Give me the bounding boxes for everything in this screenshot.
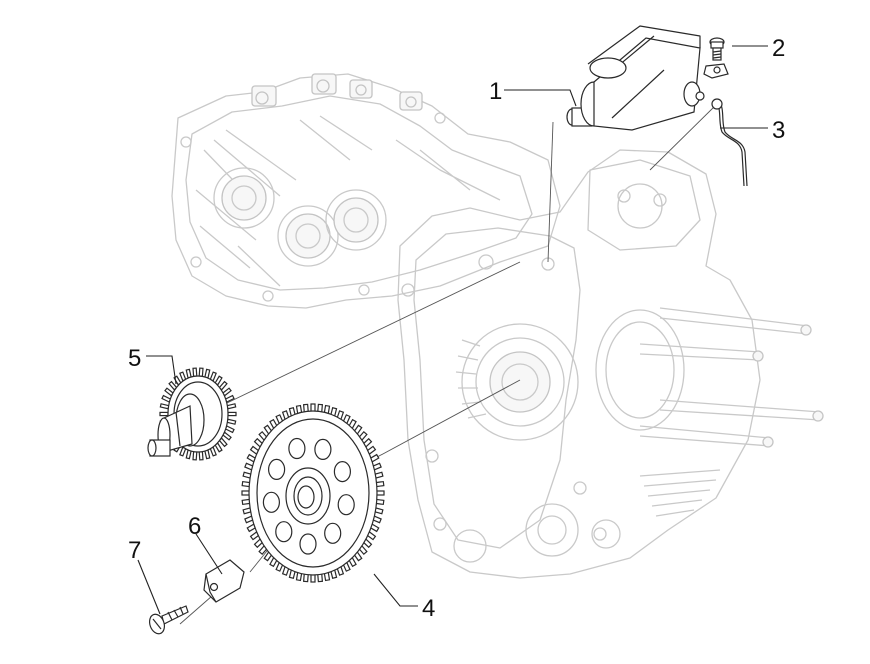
lightening-hole [337,494,355,516]
gear4-lightening-holes [262,437,355,555]
starter-motor[interactable] [566,25,705,131]
lightening-hole [275,521,293,543]
callout-7: 7 [128,537,141,564]
lightening-hole [333,461,351,483]
callout-3: 3 [772,117,785,144]
assembly-guide-lines [179,103,718,625]
lightening-hole [299,533,317,555]
leader-lines [137,45,768,615]
gear-tooth [198,367,204,377]
screw-part-7[interactable] [147,605,189,636]
screw-part-2[interactable] [703,37,729,79]
lightening-hole [314,438,332,460]
starter-driven-gear[interactable] [241,403,385,583]
callout-2: 2 [772,35,785,62]
gear-tooth [159,411,169,417]
lightening-hole [262,491,280,513]
gear-tooth [226,403,237,410]
callout-6: 6 [188,513,201,540]
gear-tooth [192,367,198,377]
crankcase-background [171,73,824,579]
gear-tooth [159,403,170,410]
callout-1: 1 [489,78,502,105]
gear-tooth [226,418,237,425]
ground-cable[interactable] [711,98,748,187]
lightening-hole [324,522,342,544]
intermediate-gear[interactable] [147,367,237,461]
gear-tooth [198,451,204,461]
lightening-hole [288,437,306,460]
callout-labels: 1 2 3 4 5 6 7 [128,35,785,622]
lightening-hole [268,458,286,480]
callout-5: 5 [128,345,141,372]
gear-tooth [227,411,237,417]
gear-tooth [192,451,198,461]
callout-4: 4 [422,595,435,622]
retaining-plate[interactable] [203,559,245,603]
